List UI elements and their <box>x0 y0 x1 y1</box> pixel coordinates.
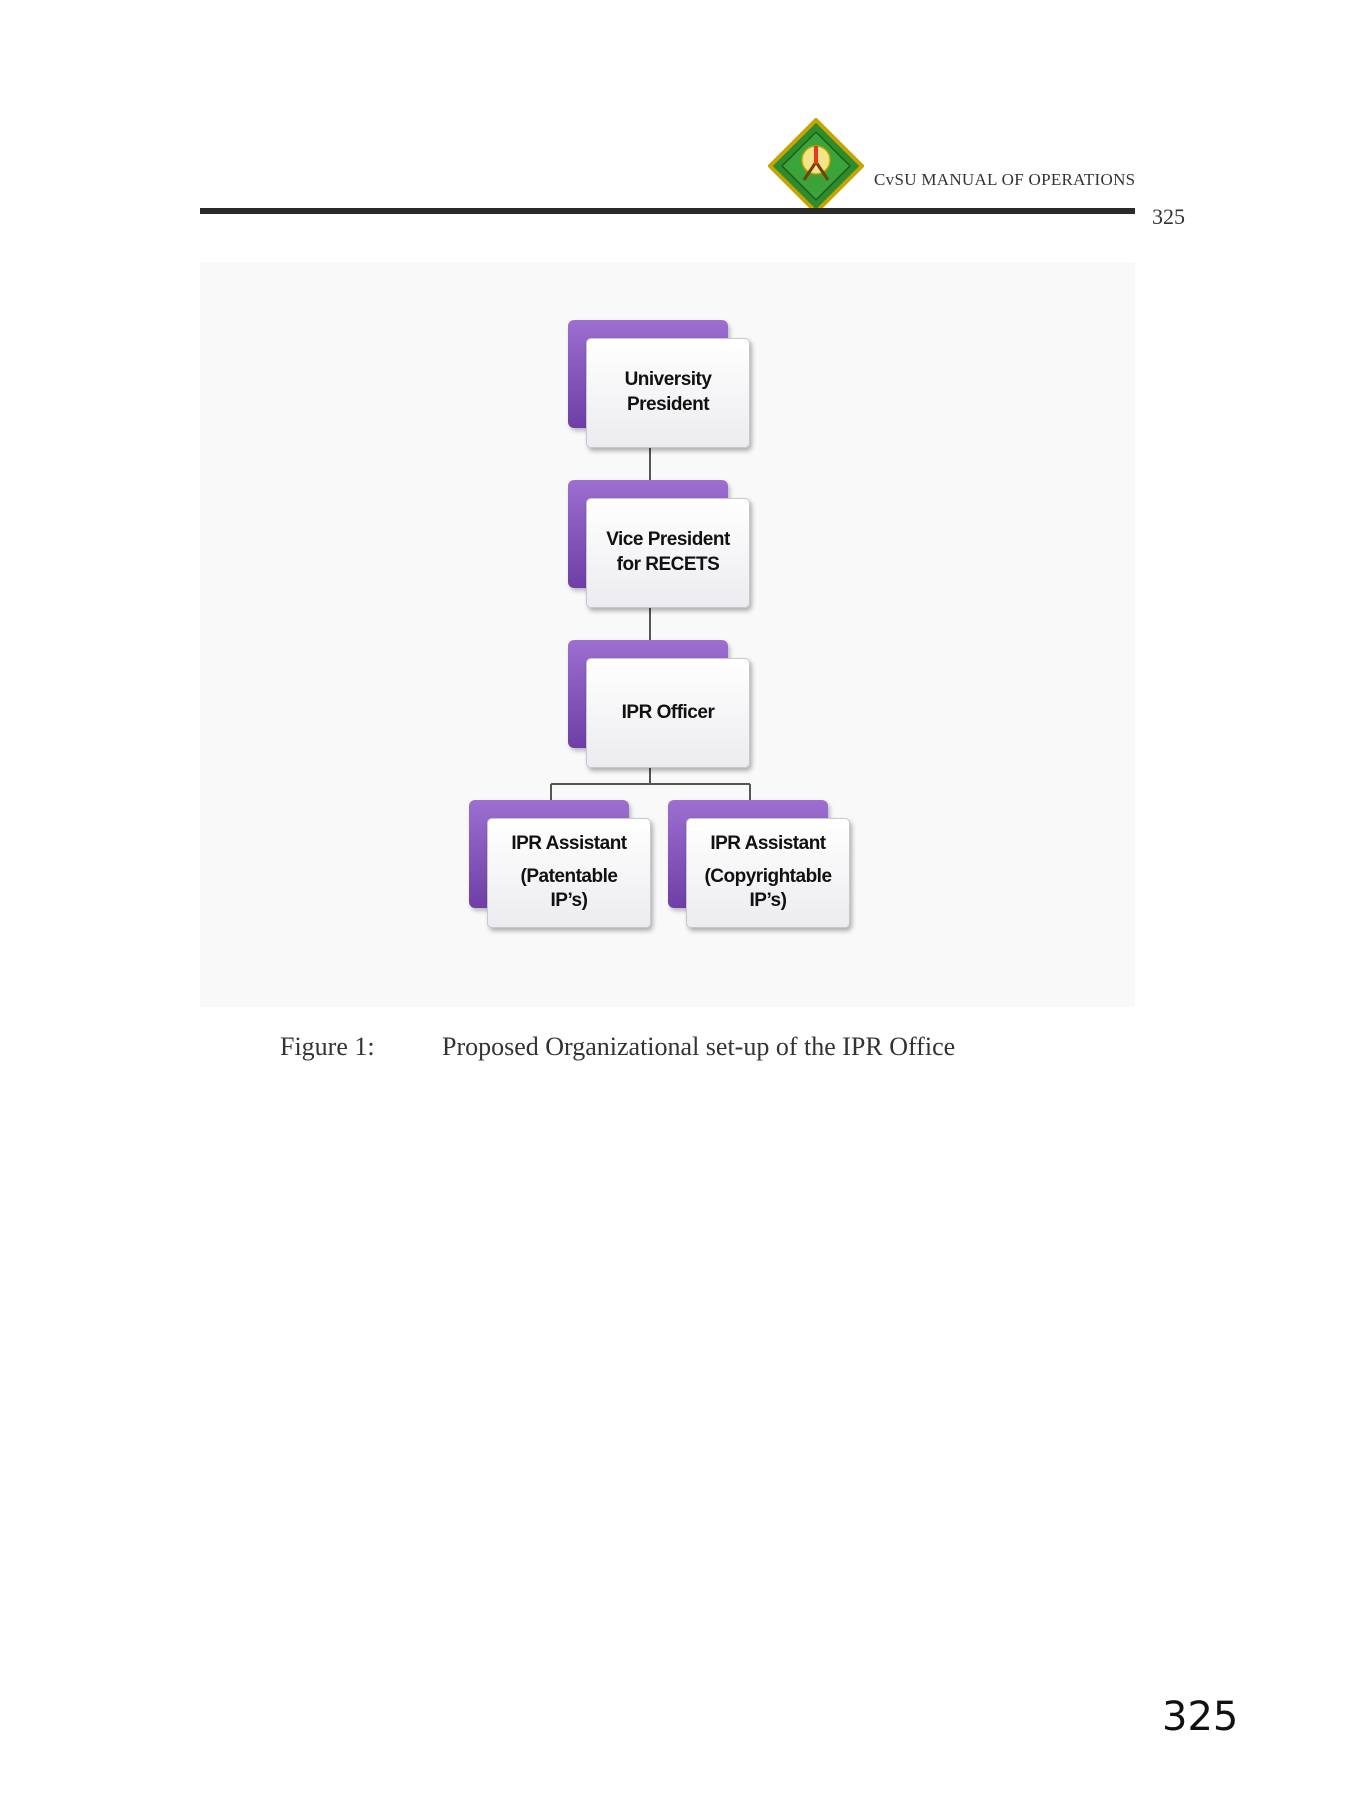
cvsu-seal-logo <box>768 118 864 214</box>
header-rule <box>200 208 1135 214</box>
header-page-number: 325 <box>1152 204 1185 229</box>
node-label: Vice President for RECETS <box>606 529 730 575</box>
node-front: IPR Assistant (Copyrightable IP’s) <box>686 818 850 928</box>
node-front: IPR Officer <box>586 658 750 768</box>
figure-caption: Figure 1: Proposed Organizational set-up … <box>280 1032 955 1062</box>
manual-title: CvSU MANUAL OF OPERATIONS <box>874 170 1136 189</box>
node-front: Vice President for RECETS <box>586 498 750 608</box>
node-front: IPR Assistant (Patentable IP’s) <box>487 818 651 928</box>
node-label: University President <box>624 369 712 415</box>
figure-caption-text: Proposed Organizational set-up of the IP… <box>442 1032 956 1061</box>
node-label: IPR Assistant (Copyrightable IP’s) <box>704 832 832 912</box>
figure-number: Figure 1: <box>280 1032 375 1061</box>
footer-page-number: 325 <box>1162 1694 1239 1740</box>
node-front: University President <box>586 338 750 448</box>
node-label: IPR Assistant (Patentable IP’s) <box>511 832 627 912</box>
node-label: IPR Officer <box>621 701 715 723</box>
